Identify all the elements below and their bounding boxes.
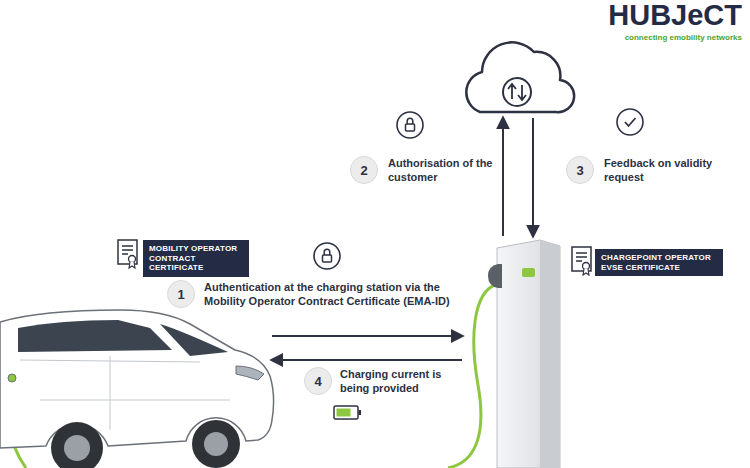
charging-station: [488, 240, 560, 468]
step-description: Authentication at the charging station v…: [204, 281, 484, 309]
lock-icon: [397, 112, 423, 138]
node-text: 2: [360, 164, 367, 177]
check-icon: [617, 109, 643, 135]
lock-icon: [314, 243, 340, 269]
cloud-icon: [466, 42, 574, 112]
step-number: 3: [566, 156, 594, 184]
node-text: MOBILITY OPERATOR CONTRACT CERTIFICATE: [149, 244, 243, 273]
logo-text: HUBJeCT: [608, 0, 742, 32]
step-number: 2: [350, 156, 378, 184]
step-description: Charging current is being provided: [340, 368, 452, 396]
node-text: CHARGEPOINT OPERATOR EVSE CERTIFICATE: [601, 253, 717, 272]
current-arrow: [272, 359, 462, 361]
request-arrow: [502, 118, 504, 236]
certificate-icon: [118, 240, 137, 268]
step-description: Feedback on validity request: [604, 157, 714, 185]
certificate-icon: [572, 247, 591, 275]
car-illustration: [0, 310, 274, 468]
battery-icon: [334, 406, 361, 419]
node-text: 4: [314, 375, 321, 388]
authentication-arrow: [272, 335, 462, 337]
step-number: 1: [167, 280, 195, 308]
certificate-label: MOBILITY OPERATOR CONTRACT CERTIFICATE: [143, 240, 249, 277]
charging-cable: [448, 284, 497, 468]
logo-tagline: connecting emobility networks: [625, 33, 742, 43]
response-arrow: [532, 118, 534, 236]
step-description: Authorisation of the customer: [388, 157, 496, 185]
node-text: 1: [177, 288, 184, 301]
step-number: 4: [304, 367, 332, 395]
certificate-label: CHARGEPOINT OPERATOR EVSE CERTIFICATE: [595, 249, 723, 276]
node-text: 3: [576, 164, 583, 177]
